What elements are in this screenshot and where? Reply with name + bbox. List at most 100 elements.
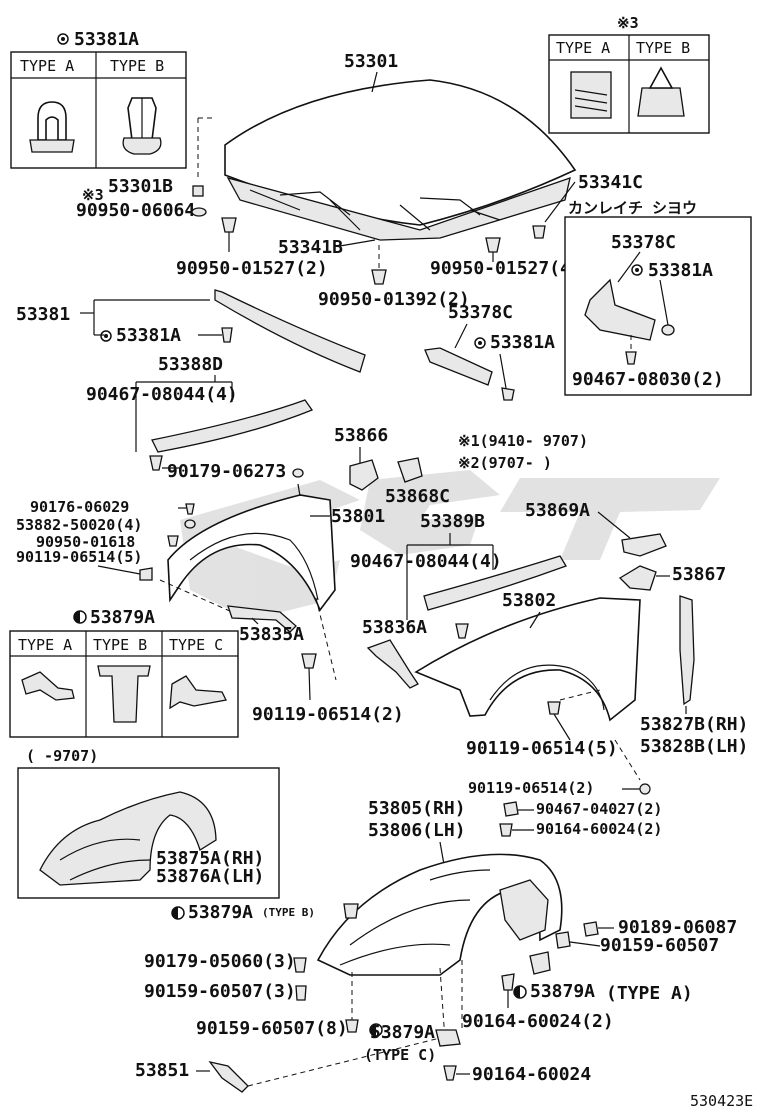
clip-type-b-icon xyxy=(122,97,162,155)
label-53301B: 53301B xyxy=(108,176,173,197)
label-53879A-top: 53879A xyxy=(90,607,155,628)
label-90467-08030-2: 90467-08030(2) xyxy=(572,369,724,390)
note3-type-b-header: TYPE B xyxy=(636,39,690,57)
label-90467-04027-2: 90467-04027(2) xyxy=(536,800,662,818)
label-53341B: 53341B xyxy=(278,237,343,258)
label-53875A: 53875A(RH) xyxy=(156,848,264,869)
label-90176-06029: 90176-06029 xyxy=(30,498,129,516)
bottom-parts: 53879A (TYPE C) 90164-60024 53851 530423… xyxy=(135,1022,753,1110)
fender-53801: 53801 90176-06029 53882-50020(4) 90950-0… xyxy=(16,483,385,681)
type-a-tag: (TYPE A) xyxy=(606,983,693,1004)
bracket-53866: 53866 53868C xyxy=(334,425,450,507)
label-90164-60024: 90164-60024 xyxy=(472,1064,591,1085)
lower-fasteners-right: 90119-06514(2) 90467-04027(2) 90164-6002… xyxy=(368,779,662,877)
seal-53378C: 53378C 53381A xyxy=(424,302,555,401)
label-53381: 53381 xyxy=(16,304,70,325)
clip-53879A-type-c-header: TYPE C xyxy=(169,636,223,654)
label-53381A-mid: 53381A xyxy=(116,325,181,346)
label-90164-60024-2a: 90164-60024(2) xyxy=(536,820,662,838)
label-90119-06514-2a: 90119-06514(2) xyxy=(252,704,404,725)
lower-fasteners-right-2: 90189-06087 90159-60507 53879A (TYPE A) … xyxy=(462,917,737,1032)
bracket-53869A: 53869A 53867 xyxy=(525,500,726,591)
cold-area-spec-box: カンレイチ シヨウ 53378C 53381A 90467-08030(2) xyxy=(564,199,752,396)
note3-top-label: ※3 xyxy=(617,14,639,32)
clip-53381A-type-b-header: TYPE B xyxy=(110,57,164,75)
type-b-pad-icon xyxy=(637,66,685,117)
note3-type-a-header: TYPE A xyxy=(556,39,610,57)
label-90950-01392-2: 90950-01392(2) xyxy=(318,289,470,310)
label-53869A: 53869A xyxy=(525,500,590,521)
label-90950-01527-4: 90950-01527(4) xyxy=(430,258,582,279)
diagram-id: 530423E xyxy=(690,1092,753,1110)
label-53378C-box: 53378C xyxy=(611,232,676,253)
clip-53879A-type-a-header: TYPE A xyxy=(18,636,72,654)
label-53805: 53805(RH) xyxy=(368,798,466,819)
label-53879A-typeC: 53879A xyxy=(370,1022,435,1043)
label-53378C: 53378C xyxy=(448,302,513,323)
label-53866: 53866 xyxy=(334,425,388,446)
note3-type-table: ※3 TYPE A TYPE B xyxy=(548,14,710,134)
cold-area-spec-label: カンレイチ シヨウ xyxy=(568,199,697,217)
label-53801: 53801 xyxy=(331,506,385,527)
hood-53301: 53301 xyxy=(224,51,577,241)
bracket-53835A: 53835A xyxy=(227,605,304,645)
seal-53388D: 53388D 90467-08044(4) 90179-06273 xyxy=(86,354,314,482)
label-53827B: 53827B(RH) xyxy=(640,714,748,735)
label-90950-01527-2: 90950-01527(2) xyxy=(176,258,328,279)
label-53879A-typeA: 53879A xyxy=(530,981,595,1002)
note2-label: ※2(9707- ) xyxy=(458,454,552,472)
label-90119-06514-5a: 90119-06514(5) xyxy=(16,548,142,566)
label-53301: 53301 xyxy=(344,51,398,72)
label-53868C: 53868C xyxy=(385,486,450,507)
liner-old-box: ( -9707) 53875A(RH) 53876A(LH) xyxy=(17,747,280,899)
date-range-label: ( -9707) xyxy=(26,747,98,765)
note3-left-label: ※3 xyxy=(82,186,104,204)
label-53879A-typeB: 53879A xyxy=(188,902,253,923)
clip-type-a-icon xyxy=(21,671,75,701)
clip-type-c-icon xyxy=(169,675,227,710)
label-53802: 53802 xyxy=(502,590,556,611)
label-53876A: 53876A(LH) xyxy=(156,866,264,887)
label-90159-60507-8: 90159-60507(8) xyxy=(196,1018,348,1039)
label-90159-60507-3: 90159-60507(3) xyxy=(144,981,296,1002)
label-53882-50020-4: 53882-50020(4) xyxy=(16,516,142,534)
type-a-pad-icon xyxy=(570,71,612,119)
label-53836A: 53836A xyxy=(362,617,427,638)
label-53835A: 53835A xyxy=(239,624,304,645)
label-53381A-right: 53381A xyxy=(490,332,555,353)
clip-type-b-icon xyxy=(97,665,151,723)
label-53381A-top: 53381A xyxy=(74,29,139,50)
hood-fasteners: ※3 53301B 90950-06064 53341C 53341B 9095… xyxy=(76,117,643,310)
label-90179-06273: 90179-06273 xyxy=(167,461,286,482)
label-90119-06514-2b: 90119-06514(2) xyxy=(468,779,594,797)
clip-type-a-icon xyxy=(29,101,75,153)
label-53381A-box: 53381A xyxy=(648,260,713,281)
seal-53827B: 53827B(RH) 53828B(LH) xyxy=(640,595,748,757)
date-notes: ※1(9410- 9707) ※2(9707- ) xyxy=(458,432,588,472)
label-90950-06064: 90950-06064 xyxy=(76,200,195,221)
label-53806: 53806(LH) xyxy=(368,820,466,841)
label-53867: 53867 xyxy=(672,564,726,585)
note1-label: ※1(9410- 9707) xyxy=(458,432,588,450)
label-90159-60507-a: 90159-60507 xyxy=(600,935,719,956)
clip-53381A-type-table: 53381A TYPE A TYPE B xyxy=(10,29,187,169)
label-53851: 53851 xyxy=(135,1060,189,1081)
type-b-tag: (TYPE B) xyxy=(262,906,315,919)
label-53341C: 53341C xyxy=(578,172,643,193)
bolt-90119-06514-2a: 90119-06514(2) xyxy=(252,653,404,725)
label-90119-06514-5b: 90119-06514(5) xyxy=(466,738,618,759)
clip-53381A-type-a-header: TYPE A xyxy=(20,57,74,75)
liner-53805 xyxy=(316,853,563,1041)
label-90164-60024-2b: 90164-60024(2) xyxy=(462,1011,614,1032)
label-53828B: 53828B(LH) xyxy=(640,736,748,757)
type-c-tag: (TYPE C) xyxy=(364,1046,436,1064)
label-90467-08044-4b: 90467-08044(4) xyxy=(350,551,502,572)
lower-fasteners-left: 53879A (TYPE B) 90179-05060(3) 90159-605… xyxy=(144,902,359,1039)
weatherstrip-53381: 53381 53381A xyxy=(16,289,366,373)
clip-53879A-type-table: 53879A TYPE A TYPE B TYPE C xyxy=(9,607,239,738)
label-90467-08044-4a: 90467-08044(4) xyxy=(86,384,238,405)
label-90179-05060-3: 90179-05060(3) xyxy=(144,951,296,972)
fender-53802: 53389B 90467-08044(4) 53836A 53802 90119… xyxy=(350,511,641,781)
label-90189-06087: 90189-06087 xyxy=(618,917,737,938)
